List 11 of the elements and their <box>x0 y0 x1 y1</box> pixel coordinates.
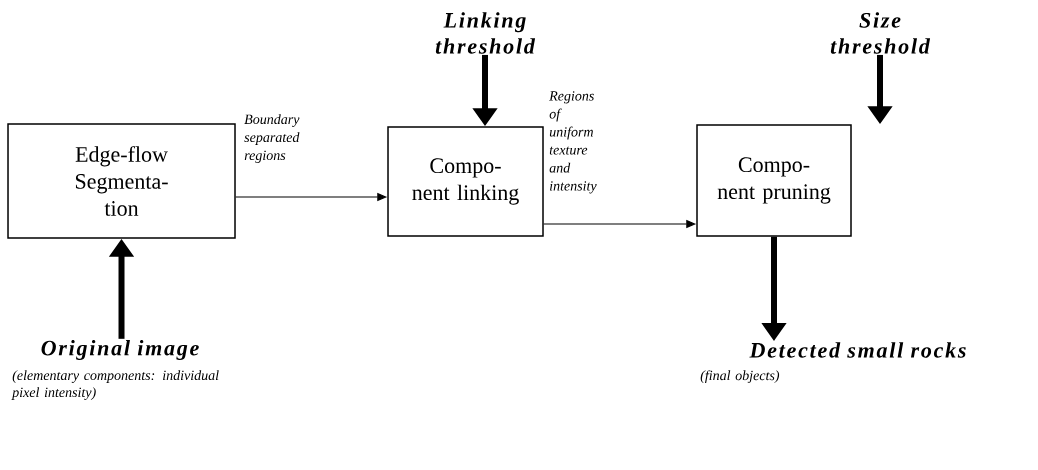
input-label: Size threshold <box>830 12 931 54</box>
edge-label: Regions of uniform texture and intensity <box>549 91 597 194</box>
input-label: Detected small rocks <box>749 342 966 358</box>
process-box: Edge-flow Segmenta- tion <box>7 123 236 239</box>
node-label: (final objects) <box>700 370 780 384</box>
input-label: Linking threshold <box>435 12 536 54</box>
input-label: Original image <box>41 340 199 360</box>
process-box: Compo- nent linking <box>387 126 544 237</box>
edge-label: Boundary separated regions <box>244 114 300 163</box>
node-label: (elementary components: individual pixel intensity) <box>11 370 219 400</box>
process-box: Compo- nent pruning <box>696 124 852 237</box>
